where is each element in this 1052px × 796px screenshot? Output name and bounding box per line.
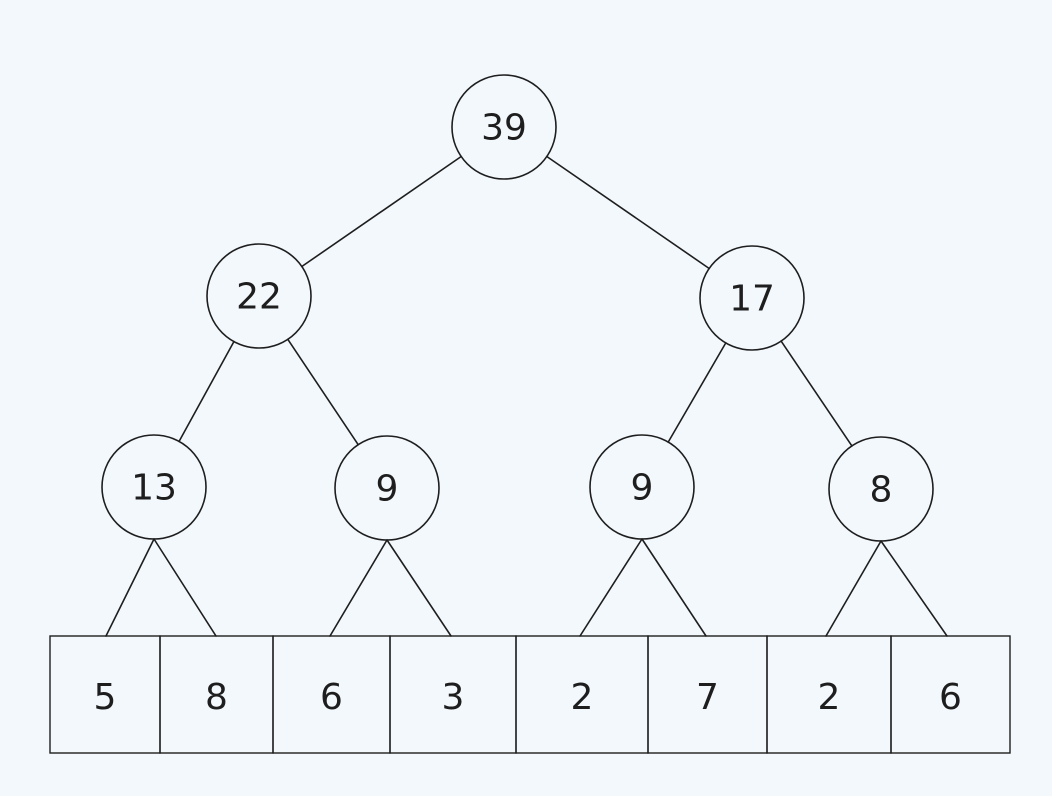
edge-n6-c7: [880, 540, 948, 637]
array-cell: 8: [159, 635, 274, 754]
array-cell: 6: [890, 635, 1011, 754]
cell-value: 2: [818, 677, 841, 718]
tree-node: 13: [101, 434, 207, 540]
node-value: 8: [870, 470, 893, 511]
cell-value: 2: [571, 677, 594, 718]
edge-n1-n4: [286, 338, 360, 446]
node-value: 9: [376, 469, 399, 510]
node-circle: [334, 435, 440, 541]
leaf-array: 5 8 6 3 2 7 2 6: [49, 635, 1011, 754]
tree-edges: [105, 155, 948, 637]
node-circle: [451, 74, 557, 180]
edge-n3-c1: [153, 538, 217, 637]
tree-node: 9: [589, 434, 695, 540]
node-circle: [101, 434, 207, 540]
cell-value: 5: [94, 677, 117, 718]
node-circle: [206, 243, 312, 349]
edge-n5-c4: [579, 538, 643, 637]
array-cell: 7: [647, 635, 768, 754]
edge-n2-n6: [780, 340, 853, 447]
array-cell: 6: [272, 635, 391, 754]
cell-value: 6: [939, 677, 962, 718]
cell-value: 7: [696, 677, 719, 718]
edge-n5-c5: [641, 538, 707, 637]
node-circle: [589, 434, 695, 540]
array-cell: 2: [515, 635, 649, 754]
edge-n4-c2: [329, 539, 388, 637]
edge-n0-n1: [300, 155, 463, 268]
tree-node: 39: [451, 74, 557, 180]
cell-value: 8: [205, 677, 228, 718]
array-cell: 3: [389, 635, 517, 754]
node-value: 9: [631, 468, 654, 509]
tree-node: 9: [334, 435, 440, 541]
node-value: 22: [236, 277, 282, 318]
node-circle: [699, 245, 805, 351]
edge-n1-n3: [178, 340, 235, 443]
edge-n2-n5: [667, 342, 727, 443]
edge-n0-n2: [545, 155, 711, 270]
edge-n4-c3: [386, 539, 452, 637]
cell-value: 3: [442, 677, 465, 718]
node-value: 13: [131, 468, 177, 509]
edge-n6-c6: [825, 540, 882, 637]
node-value: 39: [481, 108, 527, 149]
cell-box: [890, 635, 1011, 754]
tree-node: 22: [206, 243, 312, 349]
array-cell: 2: [766, 635, 892, 754]
cell-value: 6: [320, 677, 343, 718]
tree-nodes: 39 22 17 13 9 9 8: [101, 74, 934, 542]
node-value: 17: [729, 279, 775, 320]
edge-n3-c0: [105, 538, 155, 637]
node-circle: [828, 436, 934, 542]
tree-node: 8: [828, 436, 934, 542]
tree-node: 17: [699, 245, 805, 351]
array-cell: 5: [49, 635, 161, 754]
